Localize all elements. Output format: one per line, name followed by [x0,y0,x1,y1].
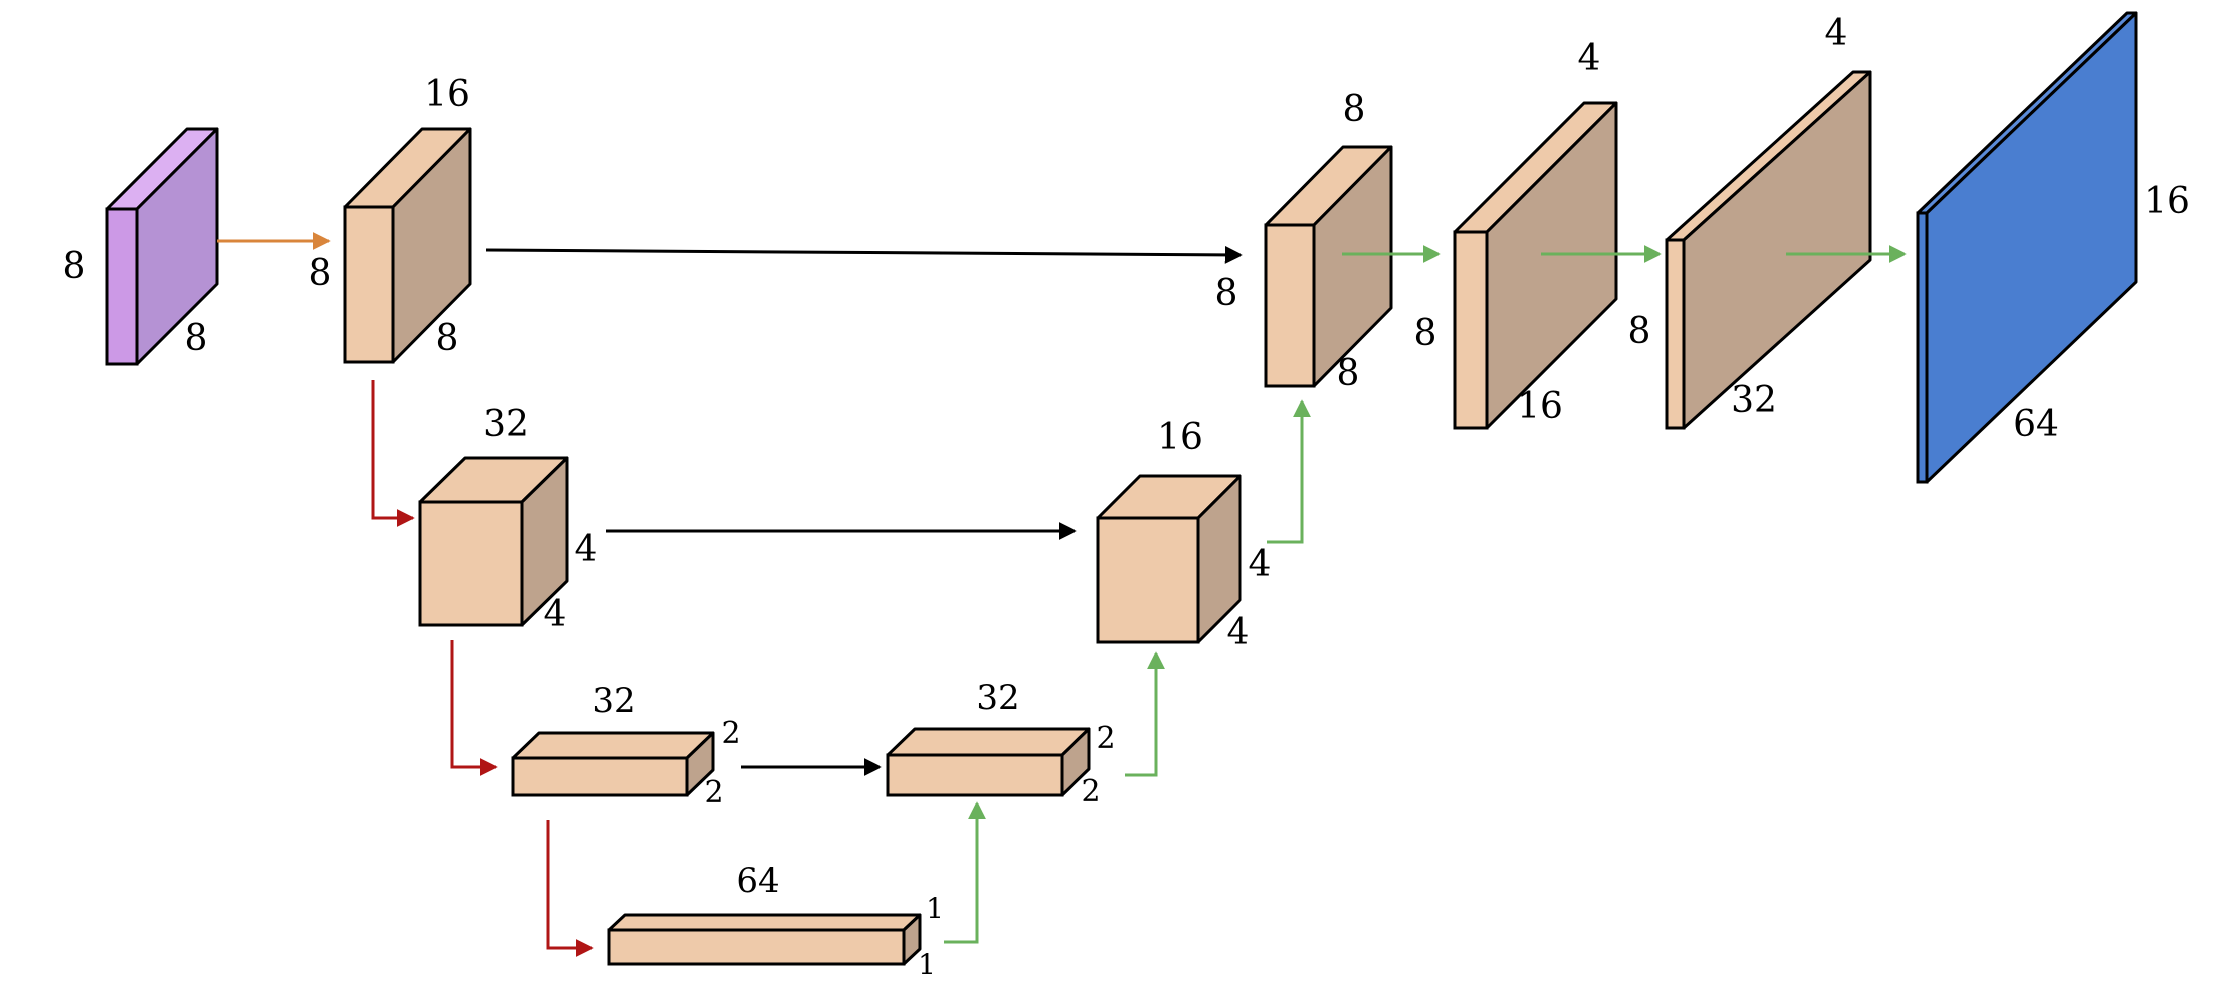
up2-block-label-side: 32 [1731,380,1777,421]
dec1-block-label-left: 8 [1337,353,1360,394]
arrows-layer [217,232,1907,957]
bottleneck-block [607,913,922,966]
input-block-label-side: 8 [185,318,208,359]
up1-block-label-top: 4 [1578,38,1601,79]
enc1-block [343,127,472,364]
enc2-block-label-top: 32 [483,404,529,445]
dec2-block-label-side: 4 [1249,544,1272,585]
up2-block [1665,70,1872,430]
bottleneck-block-top-face [607,913,922,932]
bottleneck-block-label-left: 1 [918,948,936,981]
enc2-block-front-face [418,500,524,627]
enc3-block-label-top: 32 [592,681,635,721]
dec3-block-label-side: 2 [1096,721,1115,756]
down-arrow-3 [546,820,594,957]
dec2-block [1096,474,1242,644]
enc1-block-front-face [343,205,395,364]
input-block [105,127,219,366]
dec3-block-top-face [886,727,1091,757]
enc1-block-label-side: 8 [436,318,459,359]
up2-block-label-top: 4 [1825,13,1848,54]
up-arrow-dec2 [1267,399,1311,544]
blocks-layer [105,11,2138,966]
input-block-front-face [105,207,139,366]
dec3-block-label-top: 32 [976,678,1019,718]
bottleneck-block-label-top: 64 [736,861,779,901]
labels-layer: 8816883244322264113222164488841684328641… [63,13,2190,981]
dec2-block-front-face [1096,516,1200,644]
up1-block-label-side: 16 [1517,386,1563,427]
down-arrow-1 [371,380,415,527]
enc2-block-label-side: 4 [575,529,598,570]
enc2-block-label-left: 4 [544,594,567,635]
dec3-block [886,727,1091,797]
dec2-block-label-top: 16 [1157,417,1203,458]
dec2-block-label-left: 4 [1227,612,1250,653]
bottleneck-block-front-face [607,928,906,966]
up2-block-label-left: 8 [1628,311,1651,352]
dec3-block-label-left: 2 [1081,774,1100,809]
input-block-label-left: 8 [63,246,86,287]
enc3-block-front-face [511,756,689,797]
skip-arrow-1 [485,245,1243,264]
enc1-block-label-top: 16 [424,74,470,115]
up1-block-label-left: 8 [1414,313,1437,354]
up1-block-front-face [1453,230,1489,430]
dec1-block [1264,145,1393,388]
enc2-block [418,456,569,627]
output-block-label-side: 64 [2013,404,2059,445]
bottleneck-block-label-side: 1 [926,892,944,925]
enc1-block-label-left: 8 [309,253,332,294]
enc3-block-label-left: 2 [704,775,723,810]
output-block-label-left: 16 [2144,181,2190,222]
enc3-block [511,731,715,797]
output-block-front-face [1916,211,1929,484]
up1-block [1453,101,1618,430]
enc3-block-label-side: 2 [721,716,740,751]
down-arrow-2 [450,640,498,776]
dec1-block-label-top: 8 [1343,89,1366,130]
dec1-block-label-side: 8 [1215,273,1238,314]
dec1-block-front-face [1264,223,1316,388]
output-block [1916,11,2138,484]
up-arrow-dec3 [1125,651,1165,777]
up2-block-front-face [1665,238,1686,430]
up2-block-side-face [1682,70,1872,430]
up-arrow-bottleneck [944,801,986,944]
dec3-block-front-face [886,753,1064,797]
enc3-block-top-face [511,731,715,760]
